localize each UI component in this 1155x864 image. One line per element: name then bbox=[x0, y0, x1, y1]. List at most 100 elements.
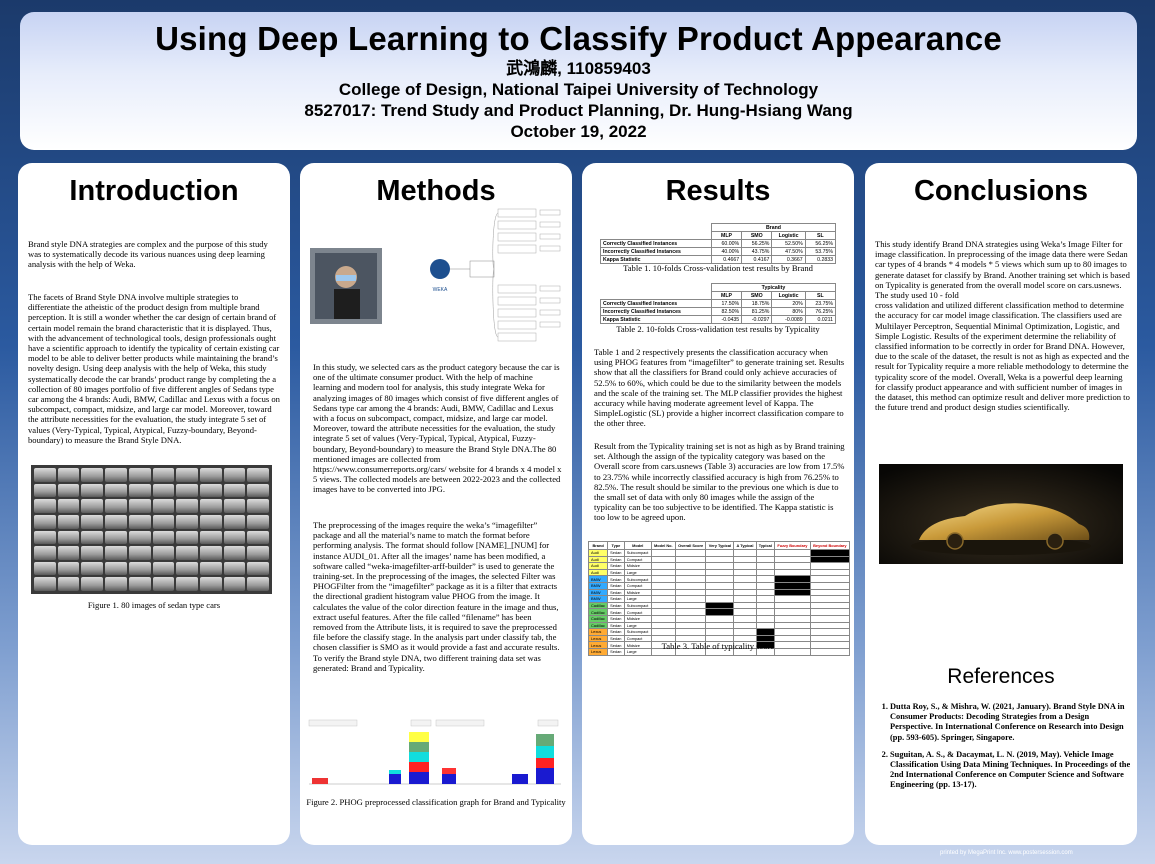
table-cell: Lexus bbox=[587, 628, 609, 636]
table-cell bbox=[755, 608, 776, 616]
car-thumbnail bbox=[152, 561, 175, 576]
table-cell bbox=[733, 621, 757, 630]
table-row-label: Correctly Classified Instances bbox=[600, 299, 712, 308]
table-cell bbox=[809, 581, 851, 590]
table-column-header: SMO bbox=[741, 291, 773, 300]
car-thumbnail bbox=[247, 499, 269, 513]
table-cell: Midsize bbox=[623, 562, 652, 570]
car-thumbnail bbox=[247, 577, 269, 591]
table-cell bbox=[755, 614, 776, 623]
table-cell bbox=[755, 575, 776, 583]
table-cell bbox=[650, 595, 676, 603]
table-cell bbox=[705, 614, 735, 623]
table-column-header: MLP bbox=[710, 231, 743, 240]
car-thumbnail bbox=[34, 546, 56, 560]
table-cell bbox=[705, 601, 735, 610]
table-cell: 43.75% bbox=[741, 247, 773, 256]
table-cell: Cadillac bbox=[587, 608, 609, 616]
table-column-header: SL bbox=[804, 231, 837, 240]
table-cell bbox=[674, 575, 707, 583]
college-line: College of Design, National Taipei Unive… bbox=[338, 80, 819, 99]
results-paragraph-1: Table 1 and 2 respectively presents the … bbox=[594, 347, 845, 429]
car-thumbnail bbox=[105, 577, 127, 591]
table-cell bbox=[809, 628, 851, 636]
table-cell: 0.0211 bbox=[804, 315, 837, 324]
table-column-header: Logistic bbox=[771, 231, 806, 240]
table-cell: Audi bbox=[587, 562, 609, 570]
car-thumbnail bbox=[176, 530, 198, 545]
table-cell bbox=[755, 595, 776, 603]
car-thumbnail bbox=[81, 577, 104, 591]
table-cell: Audi bbox=[587, 549, 609, 557]
weka-logo-icon bbox=[430, 259, 450, 279]
table-cell bbox=[733, 595, 757, 603]
table-cell bbox=[650, 581, 676, 590]
table-cell: -0.0089 bbox=[771, 315, 806, 324]
conclusions-title: Conclusions bbox=[913, 175, 1088, 207]
table-cell bbox=[650, 549, 676, 557]
table-cell: BMW bbox=[587, 588, 609, 597]
car-thumbnail bbox=[128, 483, 151, 498]
car-thumbnail bbox=[105, 561, 127, 576]
table-cell bbox=[650, 647, 676, 656]
table-cell bbox=[705, 562, 735, 570]
table-cell: Lexus bbox=[587, 647, 609, 656]
car-thumbnail bbox=[152, 499, 175, 513]
table-group-header: Typicality bbox=[710, 283, 837, 292]
car-thumbnail bbox=[34, 514, 56, 529]
table-cell bbox=[705, 621, 735, 630]
table-cell bbox=[674, 581, 707, 590]
table-column-header: MLP bbox=[710, 291, 743, 300]
car-thumbnail bbox=[128, 546, 151, 560]
table-cell bbox=[650, 588, 676, 597]
table-cell: Large bbox=[623, 568, 652, 577]
table-cell: Sedan bbox=[607, 608, 625, 616]
table-cell bbox=[809, 601, 851, 610]
car-thumbnail bbox=[223, 514, 246, 529]
table-cell bbox=[674, 601, 707, 610]
table-cell bbox=[774, 568, 811, 577]
car-thumbnail bbox=[176, 468, 198, 482]
table-cell bbox=[733, 628, 757, 636]
methods-paragraph-2: The preprocessing of the images require … bbox=[313, 520, 560, 673]
table-cell bbox=[705, 628, 735, 636]
car-thumbnail bbox=[34, 530, 56, 545]
poster-header: Using Deep Learning to Classify Product … bbox=[20, 12, 1137, 150]
introduction-title: Introduction bbox=[69, 175, 239, 207]
table-cell bbox=[809, 595, 851, 603]
table-cell: 20% bbox=[771, 299, 806, 308]
table-cell: Sedan bbox=[607, 601, 625, 610]
table-cell bbox=[733, 614, 757, 623]
table-cell bbox=[774, 555, 811, 564]
table-cell bbox=[674, 621, 707, 630]
table-column-header: Model bbox=[623, 541, 652, 550]
car-thumbnail bbox=[34, 499, 56, 513]
car-thumbnail bbox=[81, 499, 104, 513]
methods-title: Methods bbox=[376, 175, 496, 207]
table-cell bbox=[774, 595, 811, 603]
figure-2-caption: Figure 2. PHOG preprocessed classificati… bbox=[306, 797, 566, 807]
car-thumbnail bbox=[81, 561, 104, 576]
introduction-panel: Introduction Brand style DNA strategies … bbox=[18, 163, 290, 845]
car-thumbnail bbox=[176, 546, 198, 560]
car-thumbnail bbox=[247, 483, 269, 498]
car-thumbnail bbox=[223, 483, 246, 498]
table-cell bbox=[774, 549, 811, 557]
car-thumbnail bbox=[199, 499, 222, 513]
table-cell bbox=[705, 575, 735, 583]
car-thumbnail bbox=[247, 561, 269, 576]
table-1-caption: Table 1. 10-folds Cross-validation test … bbox=[623, 263, 813, 273]
car-thumbnail bbox=[57, 561, 80, 576]
table-column-header: A Typical bbox=[733, 541, 757, 550]
table-row-label: Incorrectly Classified Instances bbox=[600, 307, 712, 316]
table-cell: 47.50% bbox=[771, 247, 806, 256]
course-line: 8527017: Trend Study and Product Plannin… bbox=[304, 101, 853, 120]
